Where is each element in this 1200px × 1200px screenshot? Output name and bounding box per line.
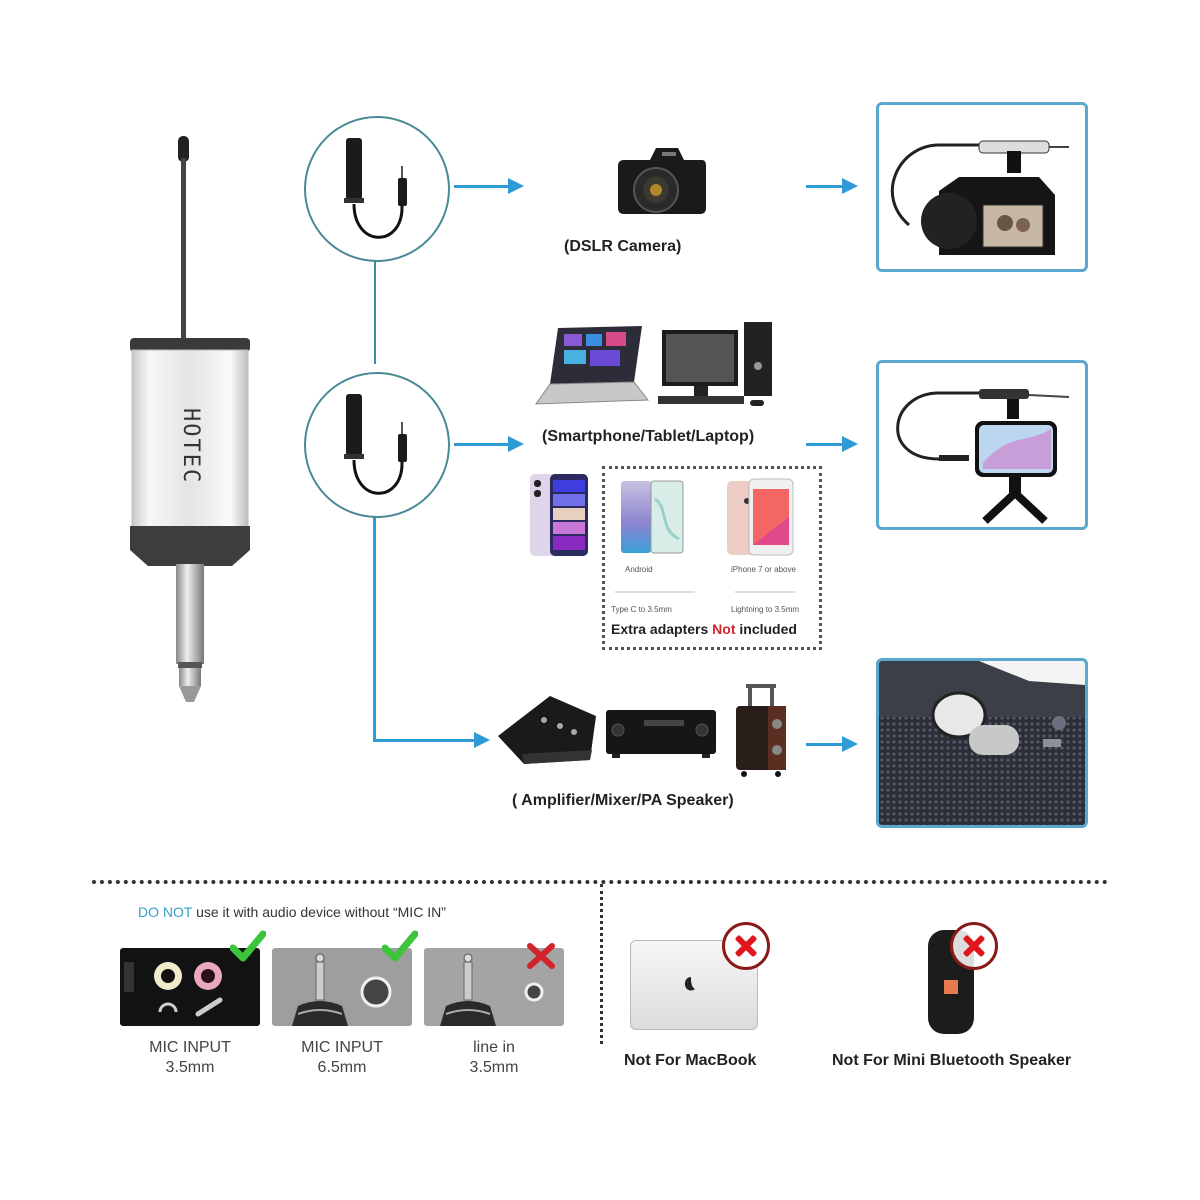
android-cable-line	[615, 591, 695, 593]
port-caption-2: MIC INPUT 6.5mm	[272, 1038, 412, 1078]
notice-highlight: Not	[712, 621, 736, 637]
android-phone-icon	[621, 480, 684, 554]
mic-in-warning: DO NOT use it with audio device without …	[138, 904, 446, 920]
arrow-to-speaker-photo	[806, 736, 858, 752]
check-icon	[230, 930, 266, 962]
amplifier-mixer-pa-label: ( Amplifier/Mixer/PA Speaker)	[512, 792, 734, 809]
port-2-line1: MIC INPUT	[301, 1039, 383, 1056]
extra-adapters-notice: Extra adapters Not included	[611, 621, 797, 637]
mixer-amplifier-speaker-icon	[498, 684, 786, 777]
speaker-logo	[944, 980, 958, 994]
pc-audio-jacks-icon	[124, 962, 223, 1017]
phone-tripod-illustration	[896, 389, 1070, 524]
notice-prefix: Extra adapters	[611, 621, 713, 637]
dslr-camera-label: (DSLR Camera)	[564, 238, 682, 255]
iphone11-image	[528, 472, 590, 558]
adapter-cable-icon	[344, 138, 407, 239]
not-allowed-icon	[722, 922, 770, 970]
not-for-macbook-label: Not For MacBook	[624, 1052, 757, 1069]
laptop-desktop-image	[534, 320, 780, 412]
not-for-bluetooth-speaker-label: Not For Mini Bluetooth Speaker	[832, 1052, 1072, 1069]
connector-line-bottom	[373, 739, 473, 742]
dslr-with-mic-photo	[876, 102, 1088, 272]
arrow-to-smartphone	[454, 436, 524, 452]
iphone-cable-line	[735, 591, 795, 593]
jack-6-5mm-icon	[292, 953, 392, 1026]
warning-text: use it with audio device without “MIC IN…	[192, 904, 446, 920]
section-divider-horizontal	[92, 880, 1108, 884]
apple-logo-icon	[684, 977, 695, 991]
arrow-to-dslr-photo	[806, 178, 858, 194]
port-card-line-in-3-5mm	[424, 948, 564, 1026]
port-caption-3: line in 3.5mm	[424, 1038, 564, 1078]
dslr-camera-image	[614, 138, 710, 224]
arrow-to-dslr	[454, 178, 524, 194]
camera-with-mic-illustration	[890, 140, 1069, 255]
audio-equipment-image	[494, 680, 794, 780]
iphone-label: iPhone 7 or above	[731, 565, 796, 574]
phone-tripod-with-mic-photo	[876, 360, 1088, 530]
computer-icon	[535, 322, 772, 406]
speaker-closeup-illustration	[879, 661, 1085, 825]
brand-label: HOTEC	[178, 408, 203, 485]
warning-highlight: DO NOT	[138, 904, 193, 920]
arrow-to-phone-photo	[806, 436, 858, 452]
port-caption-1: MIC INPUT 3.5mm	[120, 1038, 260, 1078]
port-3-line2: 3.5mm	[469, 1059, 519, 1076]
port-2-line2: 6.5mm	[317, 1059, 367, 1076]
connector-line-lower	[373, 516, 376, 742]
adapter-cable-icon	[344, 394, 407, 495]
jack-line-in-icon	[440, 953, 544, 1026]
adapter-circle-top	[304, 116, 450, 262]
arrow-to-amplifier	[440, 732, 490, 748]
smartphone-tablet-laptop-label: (Smartphone/Tablet/Laptop)	[542, 428, 755, 445]
receiver-device: HOTEC	[120, 130, 260, 710]
section-divider-vertical	[600, 884, 603, 1044]
x-icon	[527, 943, 555, 969]
connector-line-upper	[374, 258, 376, 364]
adapter-note-box: Android iPhone 7 or above Type C to 3.5m…	[602, 466, 822, 650]
notice-suffix: included	[735, 621, 797, 637]
iphone-image	[725, 477, 795, 557]
iphone-cable-label: Lightning to 3.5mm	[731, 605, 800, 614]
android-cable-label: Type C to 3.5mm	[611, 605, 672, 614]
port-card-mic-6-5mm	[272, 948, 412, 1026]
smartphone-icon	[530, 474, 588, 556]
not-allowed-icon	[950, 922, 998, 970]
camera-icon	[618, 148, 706, 214]
port-card-mic-3-5mm	[120, 948, 260, 1026]
port-1-line1: MIC INPUT	[149, 1039, 231, 1056]
check-icon	[382, 930, 418, 962]
receiver-in-speaker-photo	[876, 658, 1088, 828]
android-label: Android	[625, 565, 653, 574]
port-1-line2: 3.5mm	[165, 1059, 215, 1076]
port-3-line1: line in	[473, 1039, 515, 1056]
receiver-illustration	[130, 136, 250, 702]
iphone-icon	[727, 478, 794, 556]
android-phone-image	[619, 479, 685, 555]
adapter-circle-middle	[304, 372, 450, 518]
